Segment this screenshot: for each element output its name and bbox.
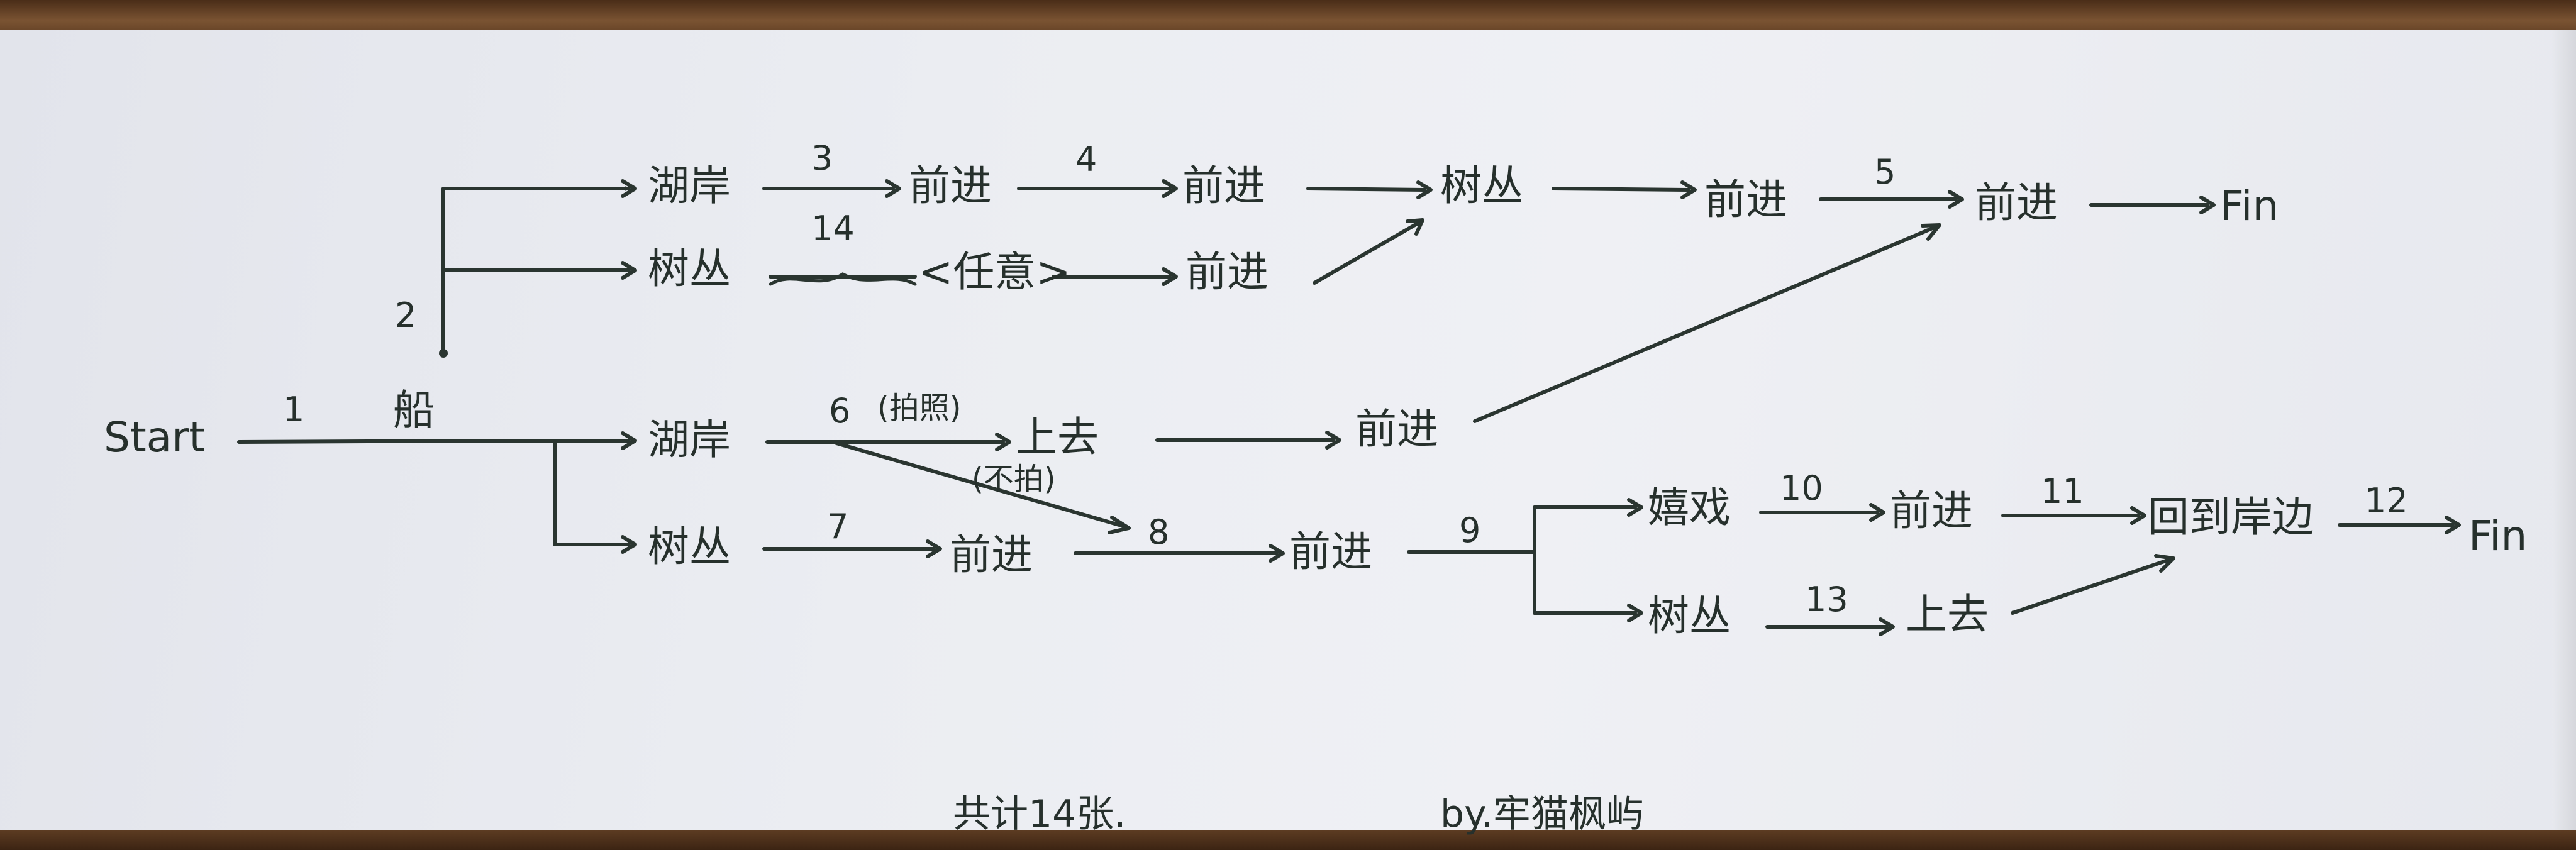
arrowhead bbox=[1921, 223, 1941, 241]
node-top-adv4: 前进 bbox=[1704, 175, 1787, 224]
edge-adv3-to-tree bbox=[1313, 219, 1423, 285]
edge-top-adv2-to-tree bbox=[1306, 187, 1426, 192]
arrowhead bbox=[1162, 267, 1178, 286]
node-bot-up: 上去 bbox=[1906, 590, 1989, 639]
arrowhead bbox=[926, 539, 942, 558]
node-bot-adv1: 前进 bbox=[950, 531, 1033, 579]
edge-up-to-return bbox=[2011, 558, 2172, 615]
wooden-table-bottom-edge bbox=[0, 830, 2576, 850]
arrowhead bbox=[621, 261, 637, 280]
node-mid-up: 上去 bbox=[1016, 413, 1099, 461]
crossed-out-scribble bbox=[769, 272, 917, 286]
paper-sheet bbox=[0, 30, 2576, 841]
node-bot-adv3: 前进 bbox=[1890, 487, 1973, 535]
arrowhead bbox=[1108, 516, 1131, 534]
arrowhead bbox=[1627, 604, 1643, 622]
node-bot-fin: Fin bbox=[2468, 512, 2527, 560]
node-top-adv2: 前进 bbox=[1182, 162, 1265, 210]
arrowhead bbox=[2154, 554, 2175, 573]
node-start: Start bbox=[104, 413, 205, 461]
node-bot-play: 嬉戏 bbox=[1648, 483, 1731, 532]
node-bot-bush2: 树丛 bbox=[1648, 592, 1731, 640]
node-boat: 船 bbox=[393, 386, 435, 434]
edge-label-10: 10 bbox=[1780, 468, 1823, 508]
node-bot-bush: 树丛 bbox=[648, 522, 731, 571]
edge-label-6: 6 bbox=[829, 391, 850, 431]
edge-tree-to-adv4 bbox=[1552, 187, 1690, 192]
edge-label-3: 3 bbox=[811, 138, 833, 178]
note-no-photo: (不拍) bbox=[972, 461, 1055, 497]
arrowhead bbox=[1162, 179, 1178, 198]
edge-start-boat bbox=[237, 439, 499, 444]
edge-label-2: 2 bbox=[395, 295, 416, 335]
footer-author-signature: by.牢猫枫屿 bbox=[1440, 792, 1644, 836]
node-top-fin: Fin bbox=[2220, 182, 2279, 230]
edge-label-4: 4 bbox=[1075, 140, 1097, 179]
node-top-adv5: 前进 bbox=[1975, 179, 2058, 227]
arrowhead bbox=[2130, 506, 2146, 525]
node-top-bush: 树丛 bbox=[648, 245, 731, 293]
arrowhead bbox=[1948, 190, 1964, 209]
edge-label-14: 14 bbox=[811, 209, 855, 248]
edge-label-11: 11 bbox=[2041, 472, 2084, 511]
node-top-adv3: 前进 bbox=[1185, 248, 1269, 296]
arrowhead bbox=[1325, 431, 1341, 450]
edge-2-dot bbox=[439, 349, 448, 358]
arrowhead bbox=[1406, 218, 1424, 236]
arrowheads bbox=[621, 179, 2461, 636]
edge-6-no-photo bbox=[835, 441, 1128, 529]
node-mid-lake: 湖岸 bbox=[648, 416, 731, 464]
arrowhead bbox=[2445, 516, 2461, 534]
node-top-tree: 树丛 bbox=[1440, 162, 1523, 210]
node-top-any: <任意> bbox=[918, 248, 1071, 296]
arrowhead bbox=[1879, 617, 1895, 636]
arrowhead bbox=[621, 431, 637, 450]
arrowhead bbox=[1680, 180, 1697, 199]
note-photo: (拍照) bbox=[877, 390, 961, 426]
node-bot-adv2: 前进 bbox=[1289, 527, 1372, 576]
arrowhead bbox=[1269, 544, 1285, 563]
arrowhead bbox=[621, 179, 637, 198]
edge-label-8: 8 bbox=[1148, 512, 1169, 552]
edge-label-9: 9 bbox=[1459, 511, 1480, 550]
edge-label-5: 5 bbox=[1874, 152, 1896, 192]
paper-right-edge bbox=[2552, 30, 2576, 841]
node-mid-adv: 前进 bbox=[1355, 405, 1438, 453]
node-top-adv1: 前进 bbox=[909, 162, 992, 210]
arrowhead bbox=[2199, 196, 2216, 214]
edge-label-13: 13 bbox=[1805, 580, 1848, 619]
edge-label-7: 7 bbox=[827, 507, 848, 546]
node-top-lake: 湖岸 bbox=[648, 162, 731, 210]
arrowhead bbox=[995, 433, 1011, 451]
footer-total-count: 共计14张. bbox=[953, 792, 1126, 836]
edge-label-12: 12 bbox=[2365, 481, 2408, 521]
arrowhead bbox=[621, 535, 637, 554]
edge-label-1: 1 bbox=[283, 390, 304, 429]
node-bot-return: 回到岸边 bbox=[2148, 493, 2314, 541]
arrowhead bbox=[885, 179, 901, 198]
arrowhead bbox=[1869, 503, 1885, 522]
edge-mid-adv-to-adv5 bbox=[1473, 224, 1939, 423]
arrowhead bbox=[1627, 498, 1643, 517]
arrowhead bbox=[1416, 180, 1433, 199]
